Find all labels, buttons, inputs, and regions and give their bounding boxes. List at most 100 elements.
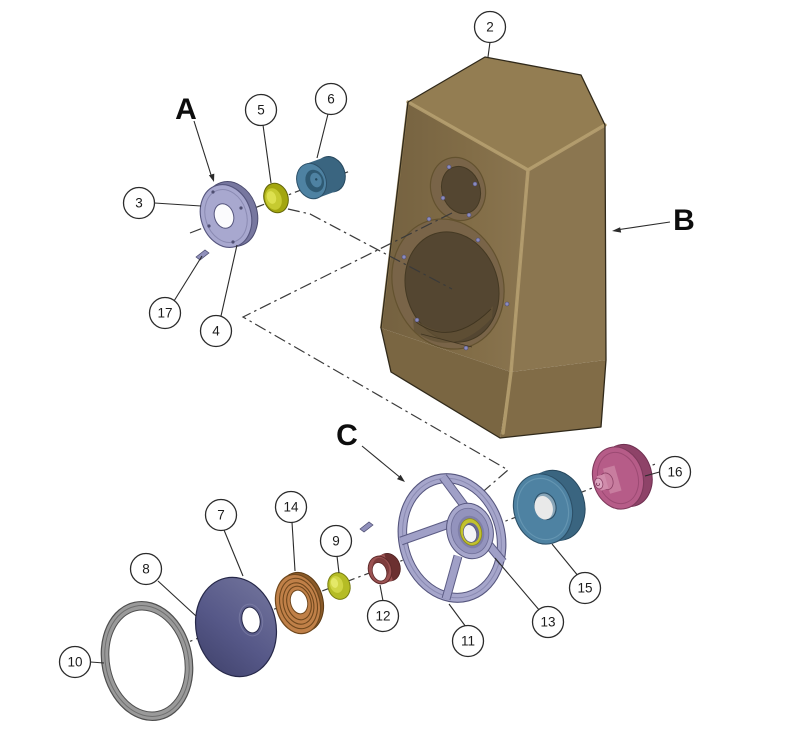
balloon-2: 2 [473,10,507,44]
balloon-8: 8 [129,552,163,586]
faceplate-screw-hole [211,190,215,194]
balloon-17: 17 [148,296,182,330]
leader-15 [551,543,580,578]
spider [274,571,325,635]
woofer-recess [391,216,510,351]
leader-9 [336,555,340,574]
balloon-15-label: 15 [577,581,592,596]
pole-piece [594,465,622,494]
leader-4 [220,244,238,317]
dust-cap [327,572,351,600]
balloon-5-label: 5 [257,103,265,118]
screw-dot [426,216,432,222]
woofer-mounting-screw [359,521,374,533]
basket-hub [446,502,494,560]
arrow-a [193,120,213,179]
leader-7 [223,529,244,577]
screw-dot [463,345,469,351]
screw-dot [475,237,481,243]
cabinet-plinth-front [381,328,511,438]
balloon-5: 5 [244,93,278,127]
faceplate-screw-hole [207,224,211,228]
leader-11 [448,603,467,628]
arrowhead-c [397,474,405,482]
tweeter-mounting-screw [195,249,210,261]
balloon-12: 12 [366,599,400,633]
basket-spokes [399,474,507,601]
woofer-gasket [100,600,194,722]
leader-16 [644,471,660,477]
balloon-13: 13 [531,605,565,639]
cabinet-side-face [511,125,606,372]
ring-magnet [512,469,586,545]
woofer-hole-interior [413,306,493,343]
balloon-14-label: 14 [283,500,299,515]
leader-5 [262,124,272,184]
screw-dot [472,181,478,187]
leader-2 [487,41,491,58]
cabinet-outline [380,56,607,439]
label-a: A [175,93,197,126]
screw-dot [504,301,510,307]
faceplate-screw-hole [239,206,243,210]
balloon-11-label: 11 [461,634,475,649]
speaker-cabinet [379,56,607,439]
back-plate [591,443,653,510]
screw-dot [401,254,407,260]
balloon-16: 16 [658,455,692,489]
tweeter-recess [429,156,487,222]
arrow-b [615,221,671,231]
balloon-11: 11 [451,624,485,658]
faceplate-screw-hole [231,240,235,244]
balloon-7: 7 [204,498,238,532]
trail-tweeter [265,203,453,290]
balloon-6-label: 6 [327,92,335,107]
screw-dot [414,317,420,323]
label-c: C [336,419,358,452]
balloon-6: 6 [314,82,348,116]
cabinet-plinth-side [500,360,606,438]
tweeter-dome [263,182,289,214]
balloon-12-label: 12 [375,609,390,624]
screw-dot [466,212,472,218]
balloon-16-label: 16 [667,465,682,480]
balloon-3: 3 [122,186,156,220]
balloon-4: 4 [199,314,233,348]
balloon-13-label: 13 [540,615,555,630]
balloon-4-label: 4 [212,324,220,339]
balloon-10: 10 [58,645,92,679]
balloon-9-label: 9 [332,534,340,549]
leader-14 [291,521,296,572]
leader-13 [494,557,541,612]
leader-lines [90,41,671,664]
balloons: 2 3 5 6 17 4 7 14 [58,10,692,679]
arrowhead-b [612,227,622,233]
screw-dot [446,164,452,170]
balloon-2-label: 2 [486,20,494,35]
leader-17 [173,255,203,302]
leader-8 [157,580,197,617]
balloon-14: 14 [274,490,308,524]
balloon-8-label: 8 [142,562,150,577]
balloon-17-label: 17 [157,306,172,321]
voice-coil [367,553,401,585]
woofer-cone [194,576,278,678]
tweeter-faceplate [199,181,259,248]
cabinet-bevel-highlight [406,100,607,435]
leader-10 [90,661,105,664]
arrow-c [361,445,403,480]
tweeter-magnet [296,156,346,200]
balloon-10-label: 10 [67,655,82,670]
leader-12 [379,584,384,602]
balloon-3-label: 3 [135,196,143,211]
balloon-9: 9 [319,524,353,558]
screw-dot [440,195,446,201]
woofer-basket [397,473,507,603]
label-b: B [673,204,695,237]
leader-6 [316,113,329,159]
cabinet-top-face [408,57,605,170]
leader-3 [154,202,202,207]
balloon-15: 15 [568,571,602,605]
